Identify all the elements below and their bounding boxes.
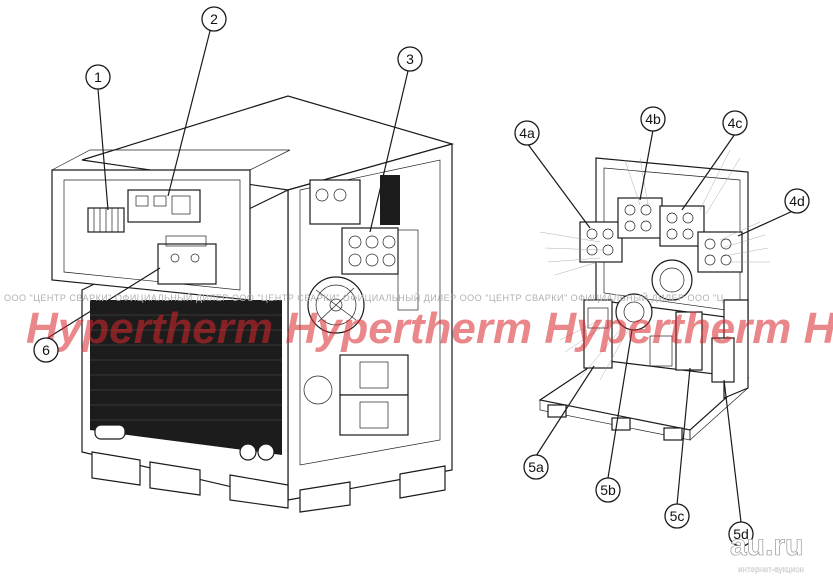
callout-4d: 4d — [784, 188, 810, 214]
transformer-upper — [339, 354, 409, 396]
svg-text:5a: 5a — [528, 459, 544, 475]
svg-text:5b: 5b — [600, 482, 616, 498]
callout-6: 6 — [33, 337, 59, 363]
callout-3: 3 — [397, 46, 423, 72]
callout-5b: 5b — [595, 477, 621, 503]
component-5c — [675, 311, 703, 371]
module-4c — [659, 205, 705, 247]
callout-2: 2 — [201, 6, 227, 32]
svg-text:5c: 5c — [670, 508, 685, 524]
handle-slot — [94, 424, 126, 440]
dealer-watermark: ООО "ЦЕНТР СВАРКИ" ОФИЦИАЛЬНЫЙ ДИЛЕР ООО… — [4, 292, 724, 303]
connector-1 — [239, 443, 257, 461]
svg-text:4c: 4c — [728, 115, 743, 131]
watermark-layer: ООО "ЦЕНТР СВАРКИ" ОФИЦИАЛЬНЫЙ ДИЛЕР ООО… — [4, 292, 833, 353]
svg-text:4d: 4d — [789, 193, 805, 209]
site-logo: au.ru интернет-аукцион — [730, 529, 804, 574]
power-supply-unit — [51, 95, 455, 513]
svg-text:6: 6 — [42, 342, 50, 358]
callout-leaders — [45, 30, 796, 523]
foot-4 — [299, 481, 351, 513]
component-5b — [615, 293, 653, 331]
igbt-module — [341, 227, 399, 275]
callout-5c: 5c — [664, 503, 690, 529]
svg-text:5d: 5d — [733, 526, 749, 542]
module-4d — [697, 231, 743, 273]
assembly-fan — [651, 259, 693, 301]
component-5d — [711, 337, 735, 383]
module-4a — [579, 221, 623, 263]
foot-1 — [91, 451, 141, 486]
svg-text:4b: 4b — [645, 111, 661, 127]
site-logo-tagline: интернет-аукцион — [738, 565, 804, 574]
contactor — [157, 243, 217, 285]
callout-5a: 5a — [523, 454, 549, 480]
svg-text:3: 3 — [406, 51, 414, 67]
transformer-lower — [339, 394, 409, 436]
callout-1: 1 — [85, 64, 111, 90]
callout-4a: 4a — [514, 120, 540, 146]
svg-text:2: 2 — [210, 11, 218, 27]
site-logo-name: au.ru — [730, 529, 803, 562]
foot-5 — [399, 465, 446, 499]
callout-5d: 5d — [728, 521, 754, 547]
svg-text:4a: 4a — [519, 125, 535, 141]
side-frame — [299, 159, 441, 466]
foot-2 — [149, 461, 201, 496]
front-vent-grille — [90, 300, 282, 455]
module-4b — [617, 197, 663, 239]
svg-text:1: 1 — [94, 69, 102, 85]
brand-watermark: Hypertherm Hypertherm Hypertherm H — [26, 304, 833, 353]
foot-3 — [229, 474, 289, 509]
chopper-assembly — [538, 149, 770, 441]
connector-2 — [257, 443, 275, 461]
callout-4c: 4c — [722, 110, 748, 136]
callout-4b: 4b — [640, 106, 666, 132]
